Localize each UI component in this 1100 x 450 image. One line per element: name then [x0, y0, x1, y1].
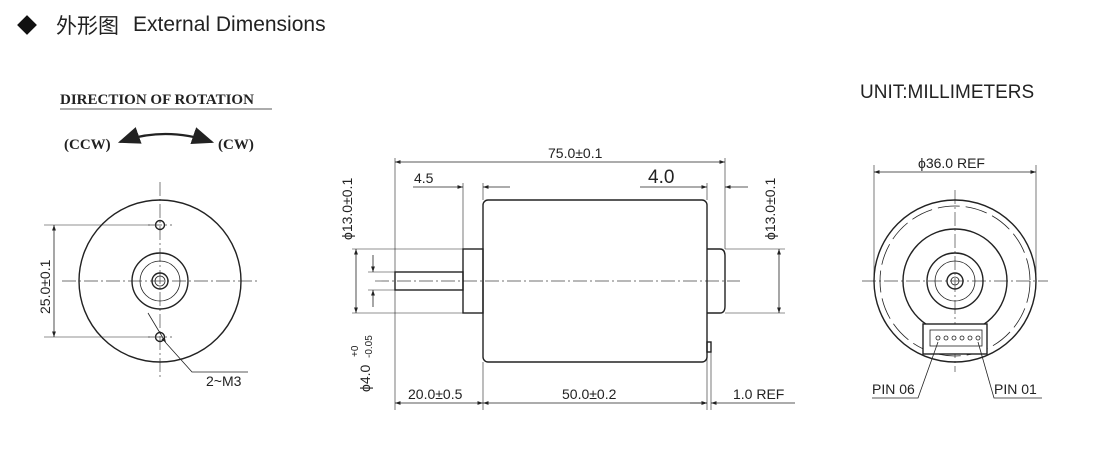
dim-rear-ref: 1.0 REF — [733, 386, 784, 402]
rear-shaft-outer — [946, 272, 964, 290]
rear-shaft-inner — [950, 276, 960, 286]
rotation-cw-label: (CW) — [218, 137, 254, 153]
screw-leader-arrow — [147, 312, 167, 344]
side-rear-boss — [707, 248, 726, 314]
front-boss-circle — [131, 252, 189, 310]
screw-leader-line — [165, 342, 248, 373]
front-shaft-inner — [154, 275, 166, 287]
rotation-direction: DIRECTION OF ROTATION (CCW) (CW) — [60, 92, 272, 153]
pin-right-leader — [977, 341, 1042, 399]
title-chinese: 外形图 — [56, 14, 119, 38]
dim-shaft-length: 20.0±0.5 — [408, 386, 463, 402]
connector-inner — [929, 329, 983, 347]
front-view: 25.0±0.1 2~M3 — [37, 182, 258, 389]
dim-shaft-tol-upper: +0 — [350, 345, 361, 357]
dim-body-length: 50.0±0.2 — [562, 386, 617, 402]
side-rear-tab — [706, 341, 712, 353]
pin-01 — [975, 335, 981, 341]
rear-diameter: ϕ36.0 REF — [918, 155, 985, 171]
rear-boss-outer — [926, 252, 984, 310]
dim-overall-length: 75.0±0.1 — [548, 145, 603, 161]
dim-boss-dia-rear: ϕ13.0±0.1 — [762, 178, 778, 240]
side-view: 75.0±0.1 4.5 4.0 ϕ13.0±0.1 ϕ4.0 +0 -0.05… — [339, 145, 795, 410]
dim-boss-dia-front: ϕ13.0±0.1 — [339, 178, 355, 240]
page-header: 外形图 External Dimensions — [14, 8, 326, 42]
rear-outer-circle — [873, 199, 1037, 363]
pin-06 — [935, 335, 941, 341]
side-motor-body — [482, 199, 708, 363]
pin-left-label: PIN 06 — [872, 381, 915, 397]
rear-view: ϕ36.0 REF PIN 06 PIN 01 — [862, 155, 1048, 399]
pin-left-leader — [872, 341, 939, 399]
rear-cap-ring — [879, 205, 1031, 357]
rotation-ccw-label: (CCW) — [64, 137, 111, 153]
rotation-arrow-icon — [117, 127, 215, 144]
dim-shaft-dia: ϕ4.0 — [357, 364, 373, 392]
rear-boss-inner — [934, 260, 976, 302]
dim-rear-offset: 4.0 — [648, 167, 674, 188]
pin-right-label: PIN 01 — [994, 381, 1037, 397]
pin-03 — [959, 335, 965, 341]
screw-label: 2~M3 — [206, 373, 242, 389]
connector-pins — [935, 335, 981, 341]
front-dim-hole-spacing: 25.0±0.1 — [37, 259, 53, 314]
pin-02 — [967, 335, 973, 341]
pin-04 — [951, 335, 957, 341]
front-boss-inner-circle — [139, 260, 181, 302]
front-shaft-outer — [151, 272, 169, 290]
title-english: External Dimensions — [133, 13, 326, 36]
pin-05 — [943, 335, 949, 341]
connector-housing — [922, 323, 988, 355]
rotation-title: DIRECTION OF ROTATION — [60, 92, 254, 108]
dim-boss-length: 4.5 — [414, 170, 434, 186]
front-outer-circle — [78, 199, 242, 363]
unit-label: UNIT:MILLIMETERS — [860, 82, 1034, 103]
dim-shaft-tol-lower: -0.05 — [364, 335, 375, 358]
